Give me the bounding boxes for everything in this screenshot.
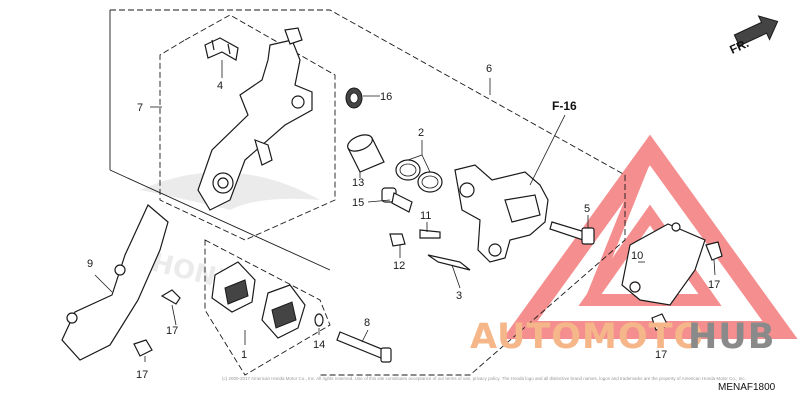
caliper-bolt [549, 221, 595, 245]
bracket-frame-7 [159, 14, 336, 241]
piston [347, 134, 385, 173]
watermark-word-hub: HUB [688, 317, 775, 357]
leader-lines [94, 60, 716, 362]
dust-seal [345, 87, 363, 109]
callout-11: 11 [420, 210, 431, 222]
caliper-pin [381, 187, 413, 213]
brake-pads [211, 261, 306, 339]
callout-14: 14 [313, 339, 325, 351]
callout-17d: 17 [655, 349, 667, 361]
callout-12: 12 [393, 260, 405, 272]
frame-edge-bottom [109, 169, 331, 271]
bolt-17-a [160, 289, 181, 305]
pad-pin-clip [314, 313, 324, 327]
assembly-frame-6 [110, 9, 626, 376]
caliper-protector [61, 204, 169, 361]
pad-shim [427, 254, 471, 271]
watermark-text: AUTOMOTO HUB [470, 317, 775, 357]
callout-9: 9 [87, 258, 93, 270]
ref-label-f16: F-16 [552, 99, 577, 113]
callout-15: 15 [352, 197, 364, 209]
callout-13: 13 [352, 177, 364, 189]
callout-5: 5 [584, 203, 590, 215]
callout-17a: 17 [166, 325, 178, 337]
callout-8: 8 [364, 317, 370, 329]
callout-3: 3 [456, 290, 462, 302]
callout-10: 10 [631, 250, 643, 262]
pad-frame-1 [204, 239, 331, 376]
bolt-17-d [651, 313, 669, 331]
caliper-bracket [197, 27, 313, 211]
callout-6: 6 [486, 63, 492, 75]
callout-1: 1 [241, 349, 247, 361]
bleeder-valve [389, 229, 441, 247]
callout-4: 4 [217, 80, 223, 92]
pad-spring-clip [204, 37, 239, 61]
callout-17c: 17 [708, 279, 720, 291]
diagram-code: MENAF1800 [718, 382, 776, 393]
front-direction-arrow [733, 15, 779, 47]
callout-2: 2 [418, 127, 424, 139]
caliper-body [454, 164, 549, 263]
callout-17b: 17 [136, 369, 148, 381]
callout-16: 16 [380, 91, 392, 103]
pad-pin [336, 331, 392, 363]
caliper-guard [621, 222, 706, 306]
piston-seals [395, 159, 443, 193]
bolt-17-c [705, 241, 723, 261]
copyright-text: (c) 2000-2017 American Honda Motor Co., … [222, 376, 746, 381]
watermark-word-automoto: AUTOMOTO [470, 317, 704, 357]
callout-7: 7 [137, 102, 143, 114]
bolt-17-b [133, 339, 153, 357]
